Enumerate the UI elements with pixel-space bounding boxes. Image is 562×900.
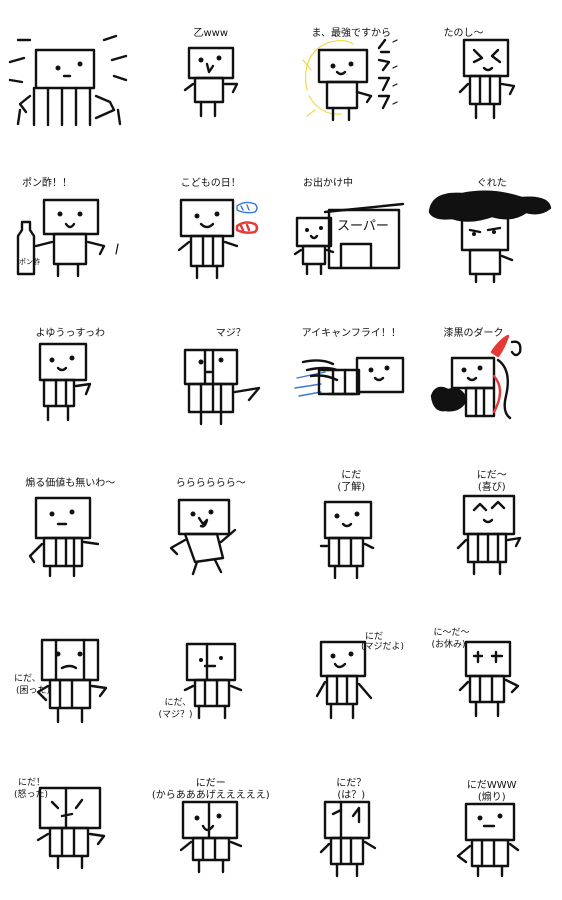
store-sign: スーパー [337,219,389,234]
sticker-caption: 乙www [193,28,229,39]
sticker-caption: マジ？ [215,328,246,339]
sticker-subcaption: (怒った) [14,790,49,800]
sticker-caption: よゆうっすっわ [35,328,106,339]
sticker-caption: アイキャンフライ！！ [301,328,401,339]
sticker-caption: にだ？ [336,778,367,789]
robot-figure-icon [28,496,100,578]
robot-figure-icon [38,342,92,422]
sticker-18[interactable]: にだ、 (マジ？) [141,600,282,750]
sticker-caption: お出かけ中 [303,178,353,189]
sticker-caption: らららららら～ [175,478,246,489]
sticker-21[interactable]: にだ！ (怒った) [0,750,141,900]
robot-figure-icon [183,46,238,118]
robot-figure-icon [169,498,236,576]
robot-figure-icon: スーパー [293,202,405,276]
sticker-subcaption: (困った) [16,686,51,696]
robot-figure-icon [294,356,405,397]
robot-figure-icon [183,642,242,720]
bottle-label: ポン酢 [19,257,40,266]
sticker-19[interactable]: にだ (マジだよ) [281,600,422,750]
robot-figure-icon [183,348,260,426]
sticker-subcaption: (は？) [337,790,366,801]
sticker-subcaption: (お休み) [431,640,466,650]
sticker-7[interactable]: お出かけ中 スーパー [281,150,422,300]
sticker-caption: にだ！ [18,778,46,788]
sticker-24[interactable]: にだWWW (煽り) [422,750,562,900]
sticker-caption: ま、最強ですから [311,28,392,39]
sticker-subcaption: (マジ？) [158,710,193,720]
robot-figure-icon [458,38,515,120]
sticker-caption: 漆黒のダーク [443,328,504,339]
sticker-22[interactable]: にだー (からあああげえええええ) [141,750,282,900]
sticker-caption: にだ [341,470,362,481]
sticker-6[interactable]: こどもの日！ [141,150,282,300]
sticker-caption: こどもの日！ [180,178,241,189]
sticker-caption: ぐれた [476,178,507,189]
sticker-17[interactable]: にだ、 (困った) [0,600,141,750]
sticker-caption: にだ～ [476,470,507,481]
robot-figure-icon [430,334,522,420]
sticker-caption: にだ、 [164,698,192,708]
sticker-caption: にだ、 [14,674,41,684]
robot-figure-icon [8,34,128,127]
sticker-12[interactable]: 漆黒のダーク [422,300,562,450]
sticker-caption: に～だ～ [433,628,470,638]
robot-figure-icon [315,640,373,720]
sticker-5[interactable]: ポン酢！！ ポン酢 [0,150,141,300]
robot-figure-icon [179,800,242,874]
sticker-11[interactable]: アイキャンフライ！！ [281,300,422,450]
sticker-caption: にだWWW [466,780,517,791]
robot-figure-icon [36,638,108,724]
robot-figure-icon [456,802,519,878]
sticker-subcaption: (煽り) [477,792,506,803]
robot-figure-icon: ポン酢 [16,198,119,278]
sticker-caption: にだー [195,778,226,789]
sticker-2[interactable]: 乙www [141,0,282,150]
sticker-subcaption: (からあああげえええええ) [151,790,270,801]
sticker-20[interactable]: に～だ～ (お休み) [422,600,562,750]
robot-figure-icon [36,786,106,870]
sticker-16[interactable]: にだ～ (喜び) [422,450,562,600]
sticker-8[interactable]: ぐれた [422,150,562,300]
robot-figure-icon [177,198,258,280]
sticker-14[interactable]: らららららら～ [141,450,282,600]
sticker-4[interactable]: たのし～ [422,0,562,150]
sticker-subcaption: (喜び) [477,482,506,493]
sticker-caption: たのし～ [443,28,484,39]
sticker-13[interactable]: 煽る価値も無いわ～ [0,450,141,600]
sticker-23[interactable]: にだ？ (は？) [281,750,422,900]
robot-figure-icon [319,800,377,878]
sticker-15[interactable]: にだ (了解) [281,450,422,600]
sticker-9[interactable]: よゆうっすっわ [0,300,141,450]
robot-figure-icon [319,500,375,580]
sticker-1[interactable] [0,0,141,150]
robot-figure-icon [458,640,519,718]
robot-figure-icon [456,494,521,576]
sticker-10[interactable]: マジ？ [141,300,282,450]
sticker-3[interactable]: ま、最強ですから [281,0,422,150]
sticker-subcaption: (マジだよ) [361,642,405,652]
robot-figure-icon [302,38,398,122]
sticker-subcaption: (了解) [337,482,366,493]
robot-figure-icon [428,190,551,284]
sticker-caption: 煽る価値も無いわ～ [25,478,116,489]
sticker-caption: ポン酢！！ [22,178,72,189]
sticker-caption: にだ [365,632,384,642]
